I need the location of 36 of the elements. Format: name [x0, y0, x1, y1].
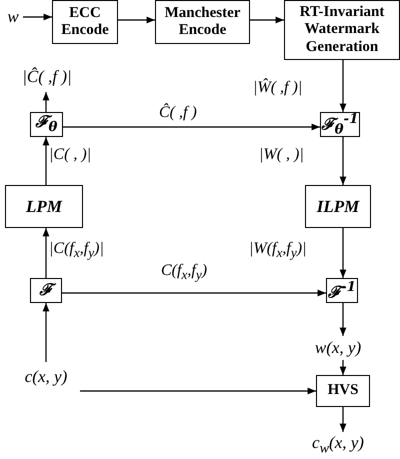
- edge-label: |C( , )|: [48, 146, 92, 164]
- process-box: HVS: [316, 375, 370, 407]
- arrow: [42, 137, 50, 185]
- process-box: ℱ$_{θ}$: [30, 112, 63, 137]
- signal-label: w: [3, 7, 23, 27]
- arrow: [340, 228, 346, 278]
- arrow: [340, 360, 346, 375]
- arrow: [80, 388, 316, 394]
- arrow: [63, 124, 320, 130]
- arrow: [42, 303, 50, 362]
- edge-label: C(f$_{x}$,f$_{y}$): [160, 262, 208, 284]
- process-box: RT-Invariant Watermark Generation: [284, 0, 400, 60]
- edge-label: |W(f$_{x}$,f$_{y}$)|: [248, 240, 308, 262]
- signal-label: w(x, y): [303, 336, 373, 360]
- arrow: [118, 16, 155, 24]
- arrow: [42, 92, 50, 112]
- process-box: LPM: [5, 185, 83, 228]
- arrow: [340, 303, 346, 336]
- arrow: [250, 16, 284, 24]
- edge-label: |C(f$_{x}$,f$_{y}$)|: [48, 240, 105, 262]
- edge-label: |Ŵ( ,f )|: [252, 79, 304, 97]
- arrow: [23, 14, 52, 20]
- signal-label: c(x, y): [12, 362, 80, 392]
- process-box: Manchester Encode: [155, 0, 250, 44]
- process-box: ℱ: [30, 278, 62, 303]
- signal-label: |Ĉ( ,f )|: [8, 62, 86, 92]
- arrow: [340, 60, 346, 112]
- arrow: [42, 228, 50, 278]
- arrow: [62, 290, 326, 296]
- edge-label: |W( , )|: [258, 146, 305, 164]
- process-box: ECC Encode: [52, 0, 118, 44]
- process-box: ILPM: [305, 185, 371, 228]
- edge-label: Ĉ( ,f ): [158, 104, 198, 122]
- arrow: [340, 407, 346, 432]
- signal-label: c$_{w}$(x, y): [301, 432, 375, 457]
- arrow: [340, 137, 346, 185]
